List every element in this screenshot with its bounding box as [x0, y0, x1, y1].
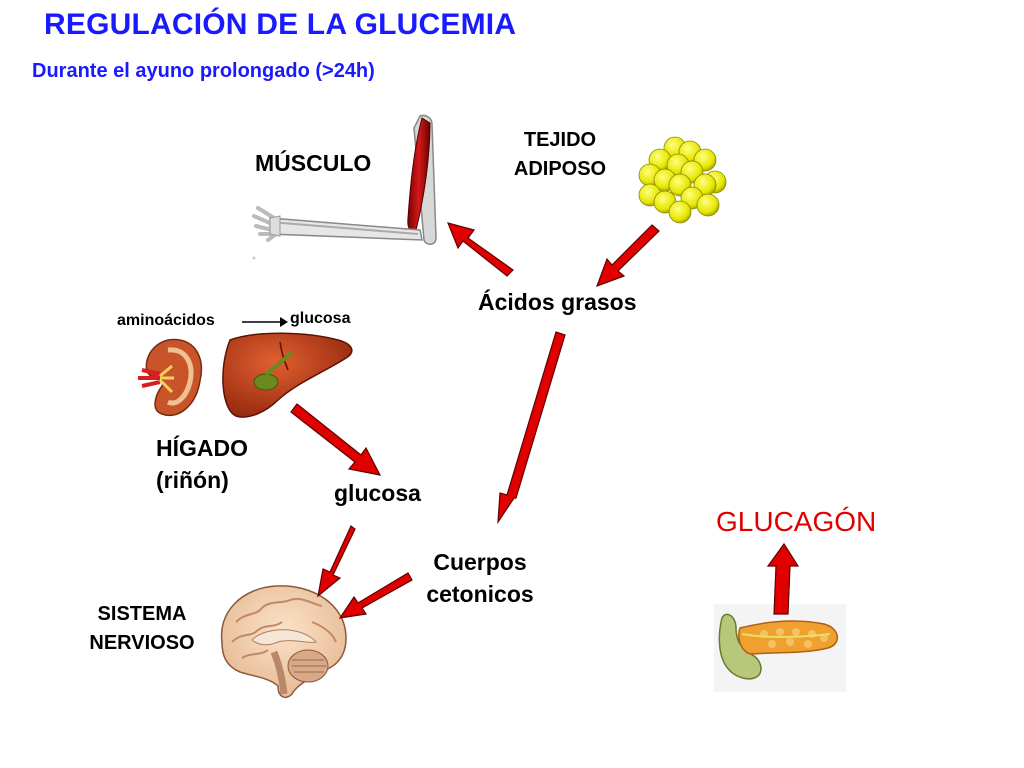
label-glucosa: glucosa: [334, 480, 421, 506]
label-aminoacidos: aminoácidos: [117, 312, 215, 329]
label-glucosa-small: glucosa: [290, 310, 351, 327]
liver-illustration: [222, 332, 353, 418]
label-higado: HÍGADO(riñón): [156, 435, 248, 493]
brain-illustration: [220, 585, 347, 699]
arm-muscle-illustration: [252, 114, 437, 260]
kidney-illustration: [138, 338, 203, 417]
label-acidos-grasos: Ácidos grasos: [478, 289, 637, 315]
small-arrow: [242, 317, 288, 327]
page-title: REGULACIÓN DE LA GLUCEMIA: [44, 8, 517, 41]
arrow-higado-to-glucosa: [290, 403, 382, 476]
arrow-pancreas-to-glucagon: [766, 542, 800, 615]
arrow-glucosa-to-brain: [317, 525, 356, 598]
pancreas-illustration: [714, 604, 846, 692]
arrow-cuerpos-to-brain: [338, 572, 413, 619]
arrow-acidos-to-cuerpos: [497, 331, 566, 525]
arrow-adipose-to-acidos: [595, 224, 660, 288]
page-subtitle: Durante el ayuno prolongado (>24h): [32, 60, 375, 82]
label-glucagon: GLUCAGÓN: [716, 506, 877, 537]
arrow-acidos-to-musculo: [446, 222, 514, 277]
adipose-tissue-illustration: [638, 136, 727, 224]
label-musculo: MÚSCULO: [255, 150, 372, 176]
